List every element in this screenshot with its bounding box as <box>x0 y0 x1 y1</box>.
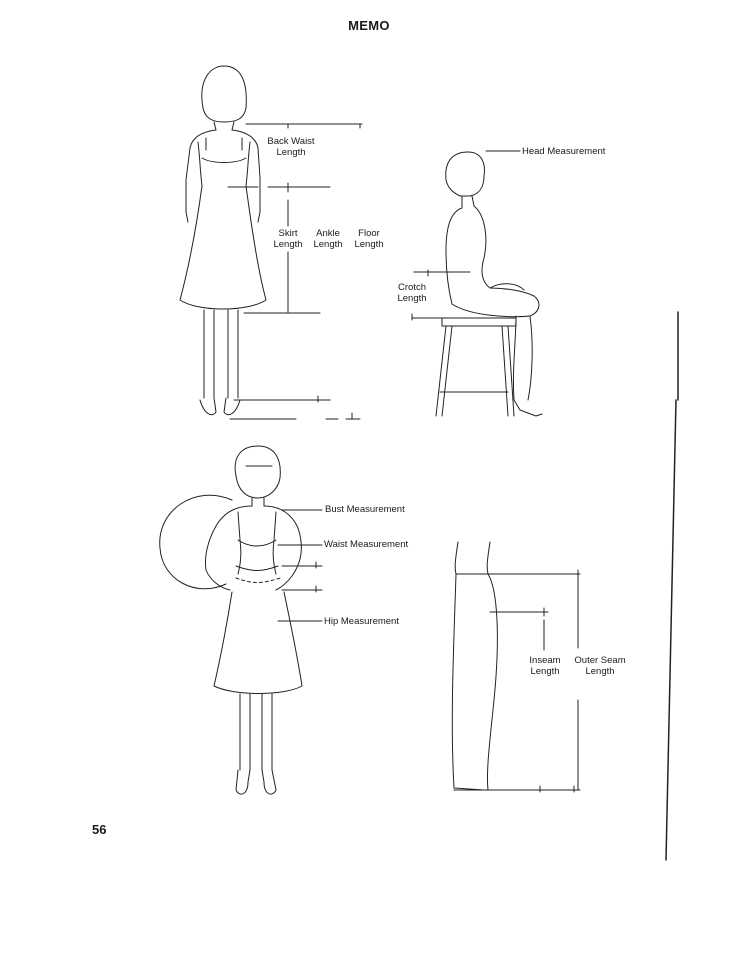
figure-trousers <box>451 541 581 793</box>
figure-seated-view <box>411 150 543 417</box>
bust-measurement-label: Bust Measurement <box>325 504 405 515</box>
hip-measurement-label: Hip Measurement <box>324 616 399 627</box>
page-title: MEMO <box>348 18 390 33</box>
page-number: 56 <box>92 822 107 837</box>
waist-measurement-label: Waist Measurement <box>324 539 409 550</box>
head-measurement-label: Head Measurement <box>522 146 606 157</box>
figure-back-view <box>179 65 363 420</box>
figure-front-view <box>159 445 323 795</box>
margin-rule <box>665 311 679 861</box>
